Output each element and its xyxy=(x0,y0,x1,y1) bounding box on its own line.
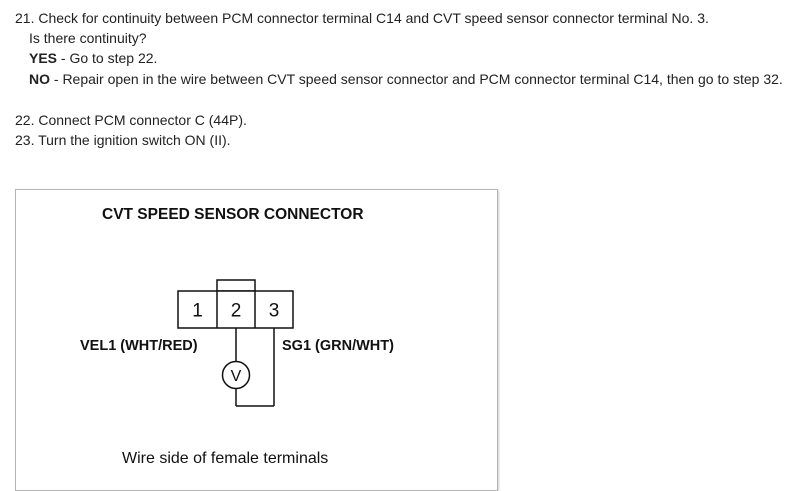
connector-key-tab xyxy=(216,279,256,292)
no-label: NO xyxy=(29,71,50,87)
right-wire-label: SG1 (GRN/WHT) xyxy=(282,338,394,354)
step-21-question: Is there continuity? xyxy=(29,30,147,46)
connector-figure: CVT SPEED SENSOR CONNECTOR 1 2 3 V VEL1 … xyxy=(15,189,498,491)
figure-caption: Wire side of female terminals xyxy=(122,450,329,467)
connector-body xyxy=(177,290,294,329)
step-21-yes: YES - Go to step 22. xyxy=(29,49,157,67)
voltmeter-letter: V xyxy=(231,368,242,385)
pin-3-label: 3 xyxy=(269,301,280,322)
yes-text: - Go to step 22. xyxy=(57,50,158,66)
left-wire-label: VEL1 (WHT/RED) xyxy=(80,338,198,354)
step-21-text: 21. Check for continuity between PCM con… xyxy=(15,10,709,26)
pin-2-label: 2 xyxy=(231,301,242,322)
yes-label: YES xyxy=(29,50,58,66)
step-23-text: 23. Turn the ignition switch ON (II). xyxy=(15,132,231,148)
connector-diagram: 1 2 3 V xyxy=(177,279,294,407)
voltmeter-symbol xyxy=(221,360,251,390)
step-21-no: NO - Repair open in the wire between CVT… xyxy=(29,70,783,88)
step-22-text: 22. Connect PCM connector C (44P). xyxy=(15,112,247,128)
pin-1-label: 1 xyxy=(192,301,203,322)
figure-title: CVT SPEED SENSOR CONNECTOR xyxy=(102,206,364,223)
no-text: - Repair open in the wire between CVT sp… xyxy=(50,71,783,87)
